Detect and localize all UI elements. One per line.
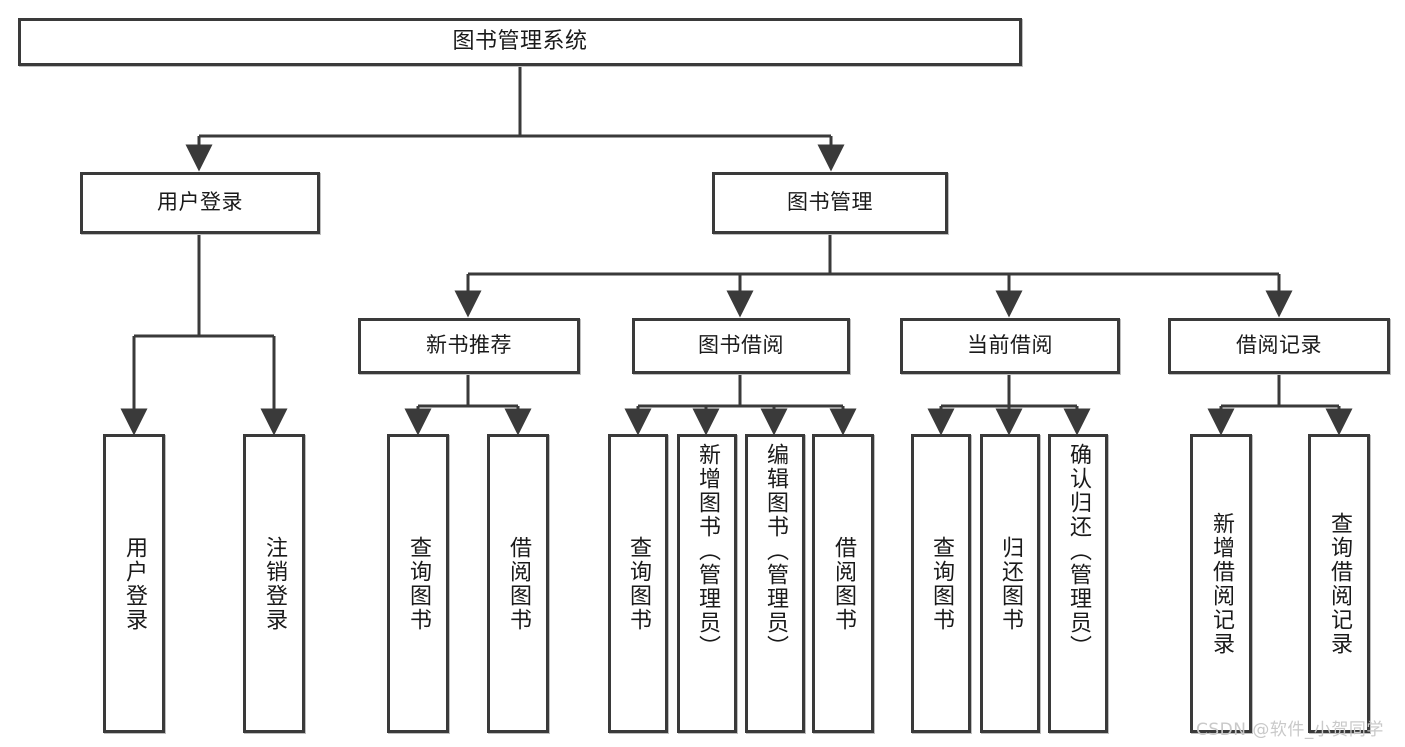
- leaf-add-book-admin[interactable]: 新增图书（管理员）: [677, 434, 737, 733]
- node-user-login-label: 用户登录: [157, 190, 243, 215]
- leaf-confirm-return-admin-label: 确认归还（管理员）: [1065, 443, 1091, 659]
- node-new-book-recommend-label: 新书推荐: [426, 333, 512, 358]
- leaf-query-book-current[interactable]: 查询图书: [911, 434, 971, 733]
- leaf-add-borrow-record-label: 新增借阅记录: [1208, 511, 1234, 656]
- leaf-query-book-newbook[interactable]: 查询图书: [387, 434, 449, 733]
- leaf-confirm-return-admin[interactable]: 确认归还（管理员）: [1048, 434, 1108, 733]
- leaf-return-book-label: 归还图书: [997, 535, 1023, 632]
- node-user-login[interactable]: 用户登录: [80, 172, 320, 234]
- node-current-borrow-label: 当前借阅: [967, 333, 1053, 358]
- leaf-user-logout-label: 注销登录: [261, 535, 287, 632]
- node-book-management-label: 图书管理: [787, 190, 873, 215]
- leaf-edit-book-admin[interactable]: 编辑图书（管理员）: [745, 434, 805, 733]
- node-borrow-records-label: 借阅记录: [1236, 333, 1322, 358]
- node-borrow-records[interactable]: 借阅记录: [1168, 318, 1390, 374]
- leaf-query-book-newbook-label: 查询图书: [405, 535, 431, 632]
- leaf-query-book-borrow[interactable]: 查询图书: [608, 434, 668, 733]
- node-book-borrow-label: 图书借阅: [698, 333, 784, 358]
- leaf-query-borrow-record-label: 查询借阅记录: [1326, 511, 1352, 656]
- watermark-text: CSDN @软件_小贺同学: [1196, 720, 1384, 740]
- leaf-add-book-admin-label: 新增图书（管理员）: [694, 443, 720, 659]
- leaf-query-book-borrow-label: 查询图书: [625, 535, 651, 632]
- node-root[interactable]: 图书管理系统: [18, 18, 1022, 66]
- leaf-borrow-book-newbook[interactable]: 借阅图书: [487, 434, 549, 733]
- node-book-management[interactable]: 图书管理: [712, 172, 948, 234]
- node-book-borrow[interactable]: 图书借阅: [632, 318, 850, 374]
- leaf-borrow-book-borrow[interactable]: 借阅图书: [812, 434, 874, 733]
- leaf-borrow-book-borrow-label: 借阅图书: [830, 535, 856, 632]
- leaf-add-borrow-record[interactable]: 新增借阅记录: [1190, 434, 1252, 733]
- leaf-borrow-book-newbook-label: 借阅图书: [505, 535, 531, 632]
- node-root-label: 图书管理系统: [452, 28, 588, 54]
- leaf-user-login-label: 用户登录: [121, 535, 147, 632]
- leaf-user-logout[interactable]: 注销登录: [243, 434, 305, 733]
- leaf-edit-book-admin-label: 编辑图书（管理员）: [762, 443, 788, 659]
- leaf-return-book[interactable]: 归还图书: [980, 434, 1040, 733]
- leaf-query-book-current-label: 查询图书: [928, 535, 954, 632]
- node-current-borrow[interactable]: 当前借阅: [900, 318, 1120, 374]
- node-new-book-recommend[interactable]: 新书推荐: [358, 318, 580, 374]
- leaf-query-borrow-record[interactable]: 查询借阅记录: [1308, 434, 1370, 733]
- leaf-user-login[interactable]: 用户登录: [103, 434, 165, 733]
